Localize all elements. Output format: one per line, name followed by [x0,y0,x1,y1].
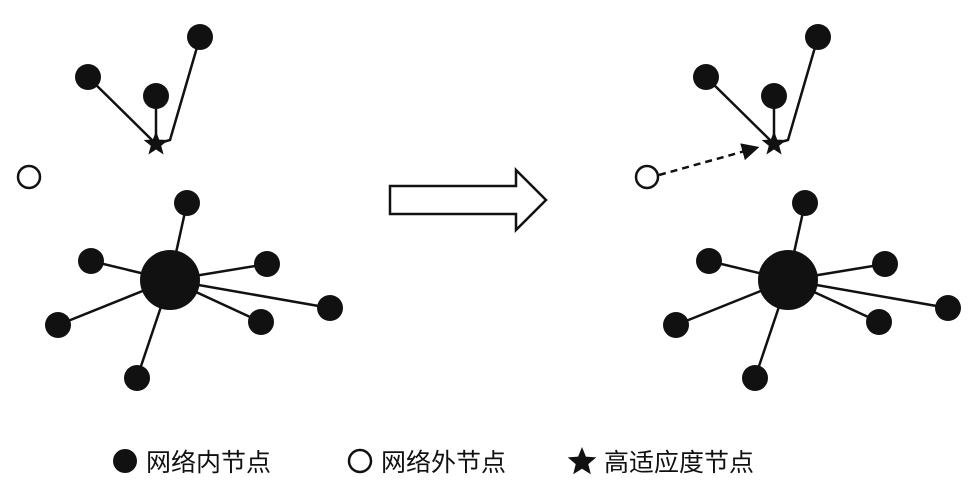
node-hub-right-up [872,251,898,277]
high-fitness-star-node [761,131,787,155]
node-top-mid [761,83,787,109]
node-hub-left-up [696,248,722,274]
node-hub-left-down [663,312,689,338]
node-top-mid [143,83,169,109]
node-hub-bottom [124,365,150,391]
outer-node [634,164,660,190]
legend-inner-node-label: 网络内节点 [146,448,272,477]
hub-node [758,250,818,310]
node-hub-right-down [248,309,274,335]
node-hub-right-far [935,295,961,321]
high-fitness-star-node [143,131,169,155]
edge-node-top-left [87,76,157,145]
node-hub-right-up [254,251,280,277]
edge-node-top-left [705,76,775,145]
legend: 网络内节点 网络外节点 高适应度节点 [0,438,976,484]
node-hub-right-down [866,309,892,335]
legend-outer-node: 网络外节点 [345,438,506,484]
legend-high-fitness-node-label: 高适应度节点 [604,448,755,477]
node-hub-bottom [742,365,768,391]
node-top-left [693,64,719,90]
node-hub-left-down [45,312,71,338]
star-icon [567,447,597,475]
legend-high-fitness-node: 高适应度节点 [566,438,754,484]
hub-node [140,250,200,310]
dashed-link-to-star [658,143,760,177]
legend-outer-node-label: 网络外节点 [381,448,507,477]
node-top-left [75,64,101,90]
node-top-right [805,24,831,50]
right-arrow-icon [388,166,548,234]
node-hub-top [792,190,818,216]
node-hub-left-up [78,248,104,274]
hollow-circle-icon [347,448,373,474]
node-hub-right-far [317,295,343,321]
node-top-right [187,24,213,50]
node-hub-top [174,190,200,216]
legend-inner-node: 网络内节点 [110,438,271,484]
panel-before [16,24,343,391]
panel-after [634,24,961,391]
outer-node [16,164,42,190]
filled-circle-icon [113,449,137,473]
